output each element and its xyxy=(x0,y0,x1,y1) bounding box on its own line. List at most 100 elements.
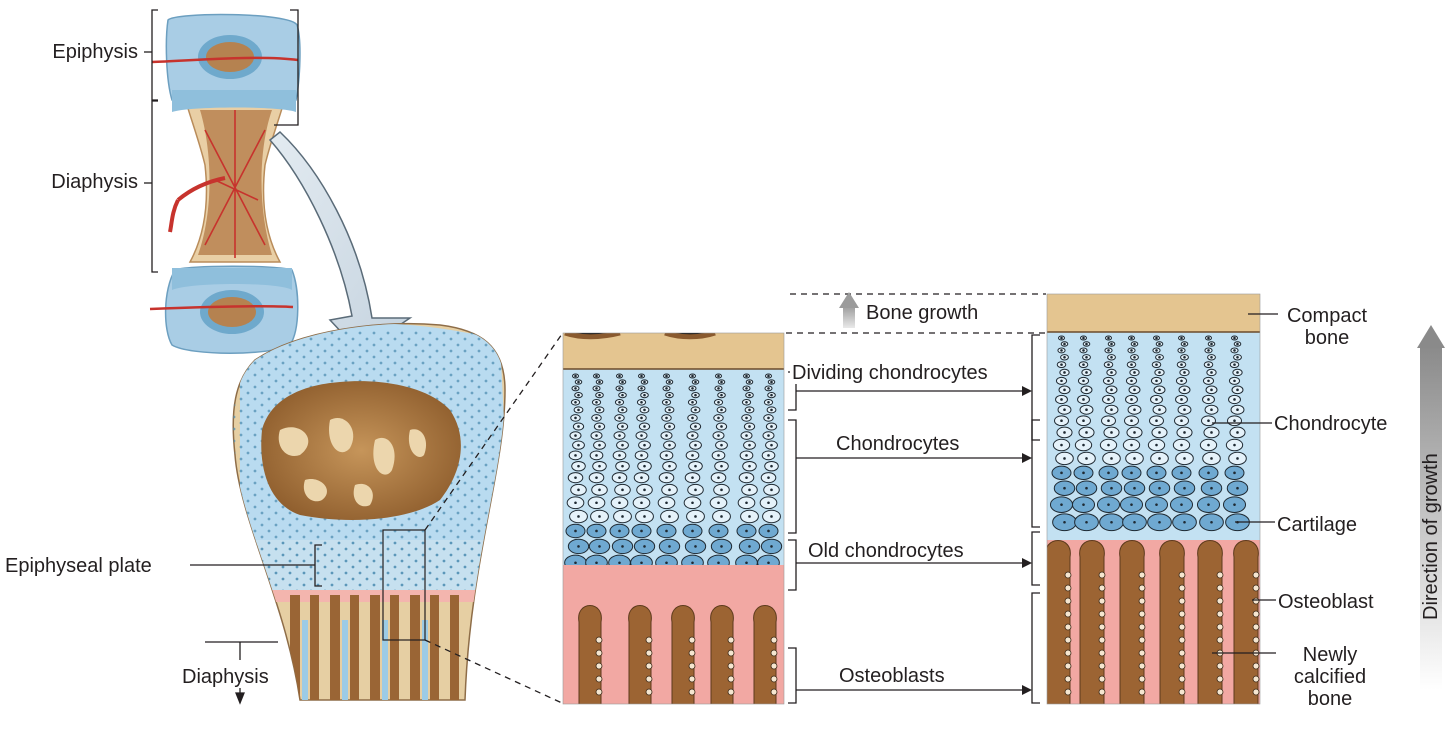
cell-nucleus xyxy=(1183,371,1186,374)
cell-nucleus xyxy=(598,444,601,447)
osteoblast-cell xyxy=(771,663,777,669)
cell-nucleus xyxy=(1063,408,1066,411)
osteoblast-cell xyxy=(1217,663,1223,669)
cell-nucleus xyxy=(1207,444,1210,447)
osteoblast-cell xyxy=(646,637,652,643)
cell-nucleus xyxy=(691,530,694,533)
cell-nucleus xyxy=(1085,487,1088,490)
cell-nucleus xyxy=(745,530,748,533)
cell-nucleus xyxy=(643,381,646,384)
label-diaphysis-top: Diaphysis xyxy=(20,171,138,193)
cell-nucleus xyxy=(717,530,720,533)
label-osteoblast: Osteoblast xyxy=(1278,591,1374,613)
osteoblast-cell xyxy=(1253,624,1259,630)
cell-nucleus xyxy=(665,401,668,404)
cell-nucleus xyxy=(767,454,770,457)
bone-head xyxy=(230,323,520,705)
cell-nucleus xyxy=(640,530,643,533)
osteoblast-cell xyxy=(1065,689,1071,695)
cell-nucleus xyxy=(1130,472,1133,475)
cell-nucleus xyxy=(1082,503,1085,506)
cell-nucleus xyxy=(1233,363,1236,366)
cell-nucleus xyxy=(1236,356,1239,359)
cell-nucleus xyxy=(1233,503,1236,506)
cell-nucleus xyxy=(717,476,720,479)
osteoblast-cell xyxy=(771,637,777,643)
cell-nucleus xyxy=(717,401,720,404)
cell-nucleus xyxy=(1063,487,1066,490)
cell-nucleus xyxy=(717,387,720,390)
label-old-chondrocytes: Old chondrocytes xyxy=(808,540,964,562)
cell-nucleus xyxy=(618,387,621,390)
cell-nucleus xyxy=(748,381,751,384)
cell-nucleus xyxy=(643,444,646,447)
cell-nucleus xyxy=(621,409,624,412)
cell-nucleus xyxy=(668,409,671,412)
label-bone-growth: Bone growth xyxy=(866,302,978,324)
cell-nucleus xyxy=(668,381,671,384)
plate-section-before xyxy=(563,333,784,705)
osteoblast-cell xyxy=(689,637,695,643)
osteoblast-cell xyxy=(1099,676,1105,682)
cell-nucleus xyxy=(1085,356,1088,359)
osteoblast-cell xyxy=(1253,611,1259,617)
cell-nucleus xyxy=(1133,389,1136,392)
cell-nucleus xyxy=(1107,419,1110,422)
cell-nucleus xyxy=(1130,419,1133,422)
osteoblast-cell xyxy=(1139,637,1145,643)
cell-nucleus xyxy=(770,465,773,468)
cell-nucleus xyxy=(1207,349,1210,352)
label-chondrocytes: Chondrocytes xyxy=(836,433,959,455)
cell-nucleus xyxy=(1107,380,1110,383)
cell-nucleus xyxy=(1233,349,1236,352)
osteoblast-cell xyxy=(1253,585,1259,591)
osteoblast-cell xyxy=(1065,611,1071,617)
cell-nucleus xyxy=(1063,371,1066,374)
cell-nucleus xyxy=(1060,380,1063,383)
osteoblast-cell xyxy=(1217,585,1223,591)
osteoblast-cell xyxy=(1253,663,1259,669)
cell-nucleus xyxy=(1082,380,1085,383)
cell-nucleus xyxy=(1158,356,1161,359)
cell-nucleus xyxy=(1210,457,1213,460)
cell-nucleus xyxy=(694,394,697,397)
osteoblast-cell xyxy=(1179,572,1185,578)
cell-nucleus xyxy=(1236,457,1239,460)
cell-nucleus xyxy=(720,409,723,412)
cell-nucleus xyxy=(640,401,643,404)
osteoblast-cell xyxy=(1099,585,1105,591)
cell-nucleus xyxy=(748,489,751,492)
osteoblast-cell xyxy=(1065,676,1071,682)
cell-nucleus xyxy=(1107,398,1110,401)
cell-nucleus xyxy=(1060,398,1063,401)
osteoblast-cell xyxy=(596,637,602,643)
cell-nucleus xyxy=(1158,371,1161,374)
cell-nucleus xyxy=(748,515,751,518)
osteoblast-cell xyxy=(1179,624,1185,630)
cell-nucleus xyxy=(1063,521,1066,524)
cell-nucleus xyxy=(1107,349,1110,352)
cell-nucleus xyxy=(595,417,598,420)
cell-nucleus xyxy=(767,476,770,479)
label-epiphyseal-plate: Epiphyseal plate xyxy=(5,555,152,577)
cell-nucleus xyxy=(643,515,646,518)
cell-nucleus xyxy=(621,425,624,428)
osteoblast-cell xyxy=(771,676,777,682)
cell-nucleus xyxy=(1110,389,1113,392)
cell-nucleus xyxy=(720,381,723,384)
cell-nucleus xyxy=(1210,343,1213,346)
long-bone xyxy=(150,15,300,354)
cell-nucleus xyxy=(767,501,770,504)
osteoblast-cell xyxy=(728,676,734,682)
cell-nucleus xyxy=(1207,472,1210,475)
cell-nucleus xyxy=(643,409,646,412)
osteoblast-cell xyxy=(689,663,695,669)
cell-nucleus xyxy=(665,387,668,390)
cell-nucleus xyxy=(1133,521,1136,524)
osteoblast-cell xyxy=(1139,624,1145,630)
cell-nucleus xyxy=(1082,337,1085,340)
cell-nucleus xyxy=(1210,487,1213,490)
cell-nucleus xyxy=(1110,356,1113,359)
cell-nucleus xyxy=(577,381,580,384)
